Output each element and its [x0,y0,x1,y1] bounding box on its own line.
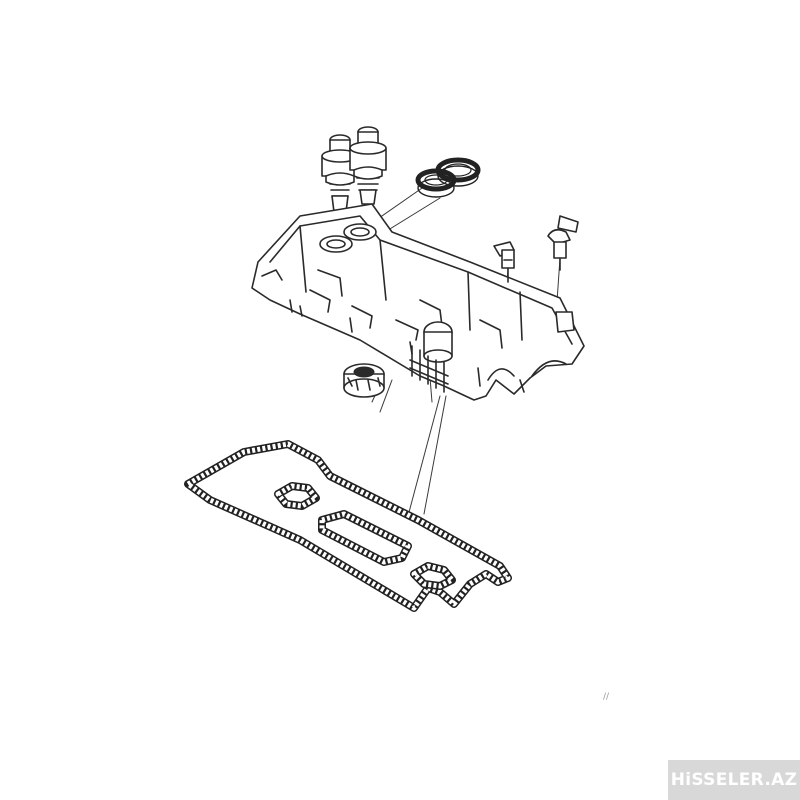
valve-cover-gasket [184,440,512,612]
seal-ring-lower [415,168,457,198]
solenoid-valve-right [349,126,387,205]
camshaft-sensor-left [493,241,515,283]
camshaft-sensor-right [547,215,579,271]
oil-filler-cap [343,363,385,398]
watermark-text: HiSSELER.AZ [670,770,798,790]
corner-mark: // [603,692,610,702]
watermark-logo: HiSSELER.AZ [668,760,800,800]
valve-cover [251,203,585,401]
